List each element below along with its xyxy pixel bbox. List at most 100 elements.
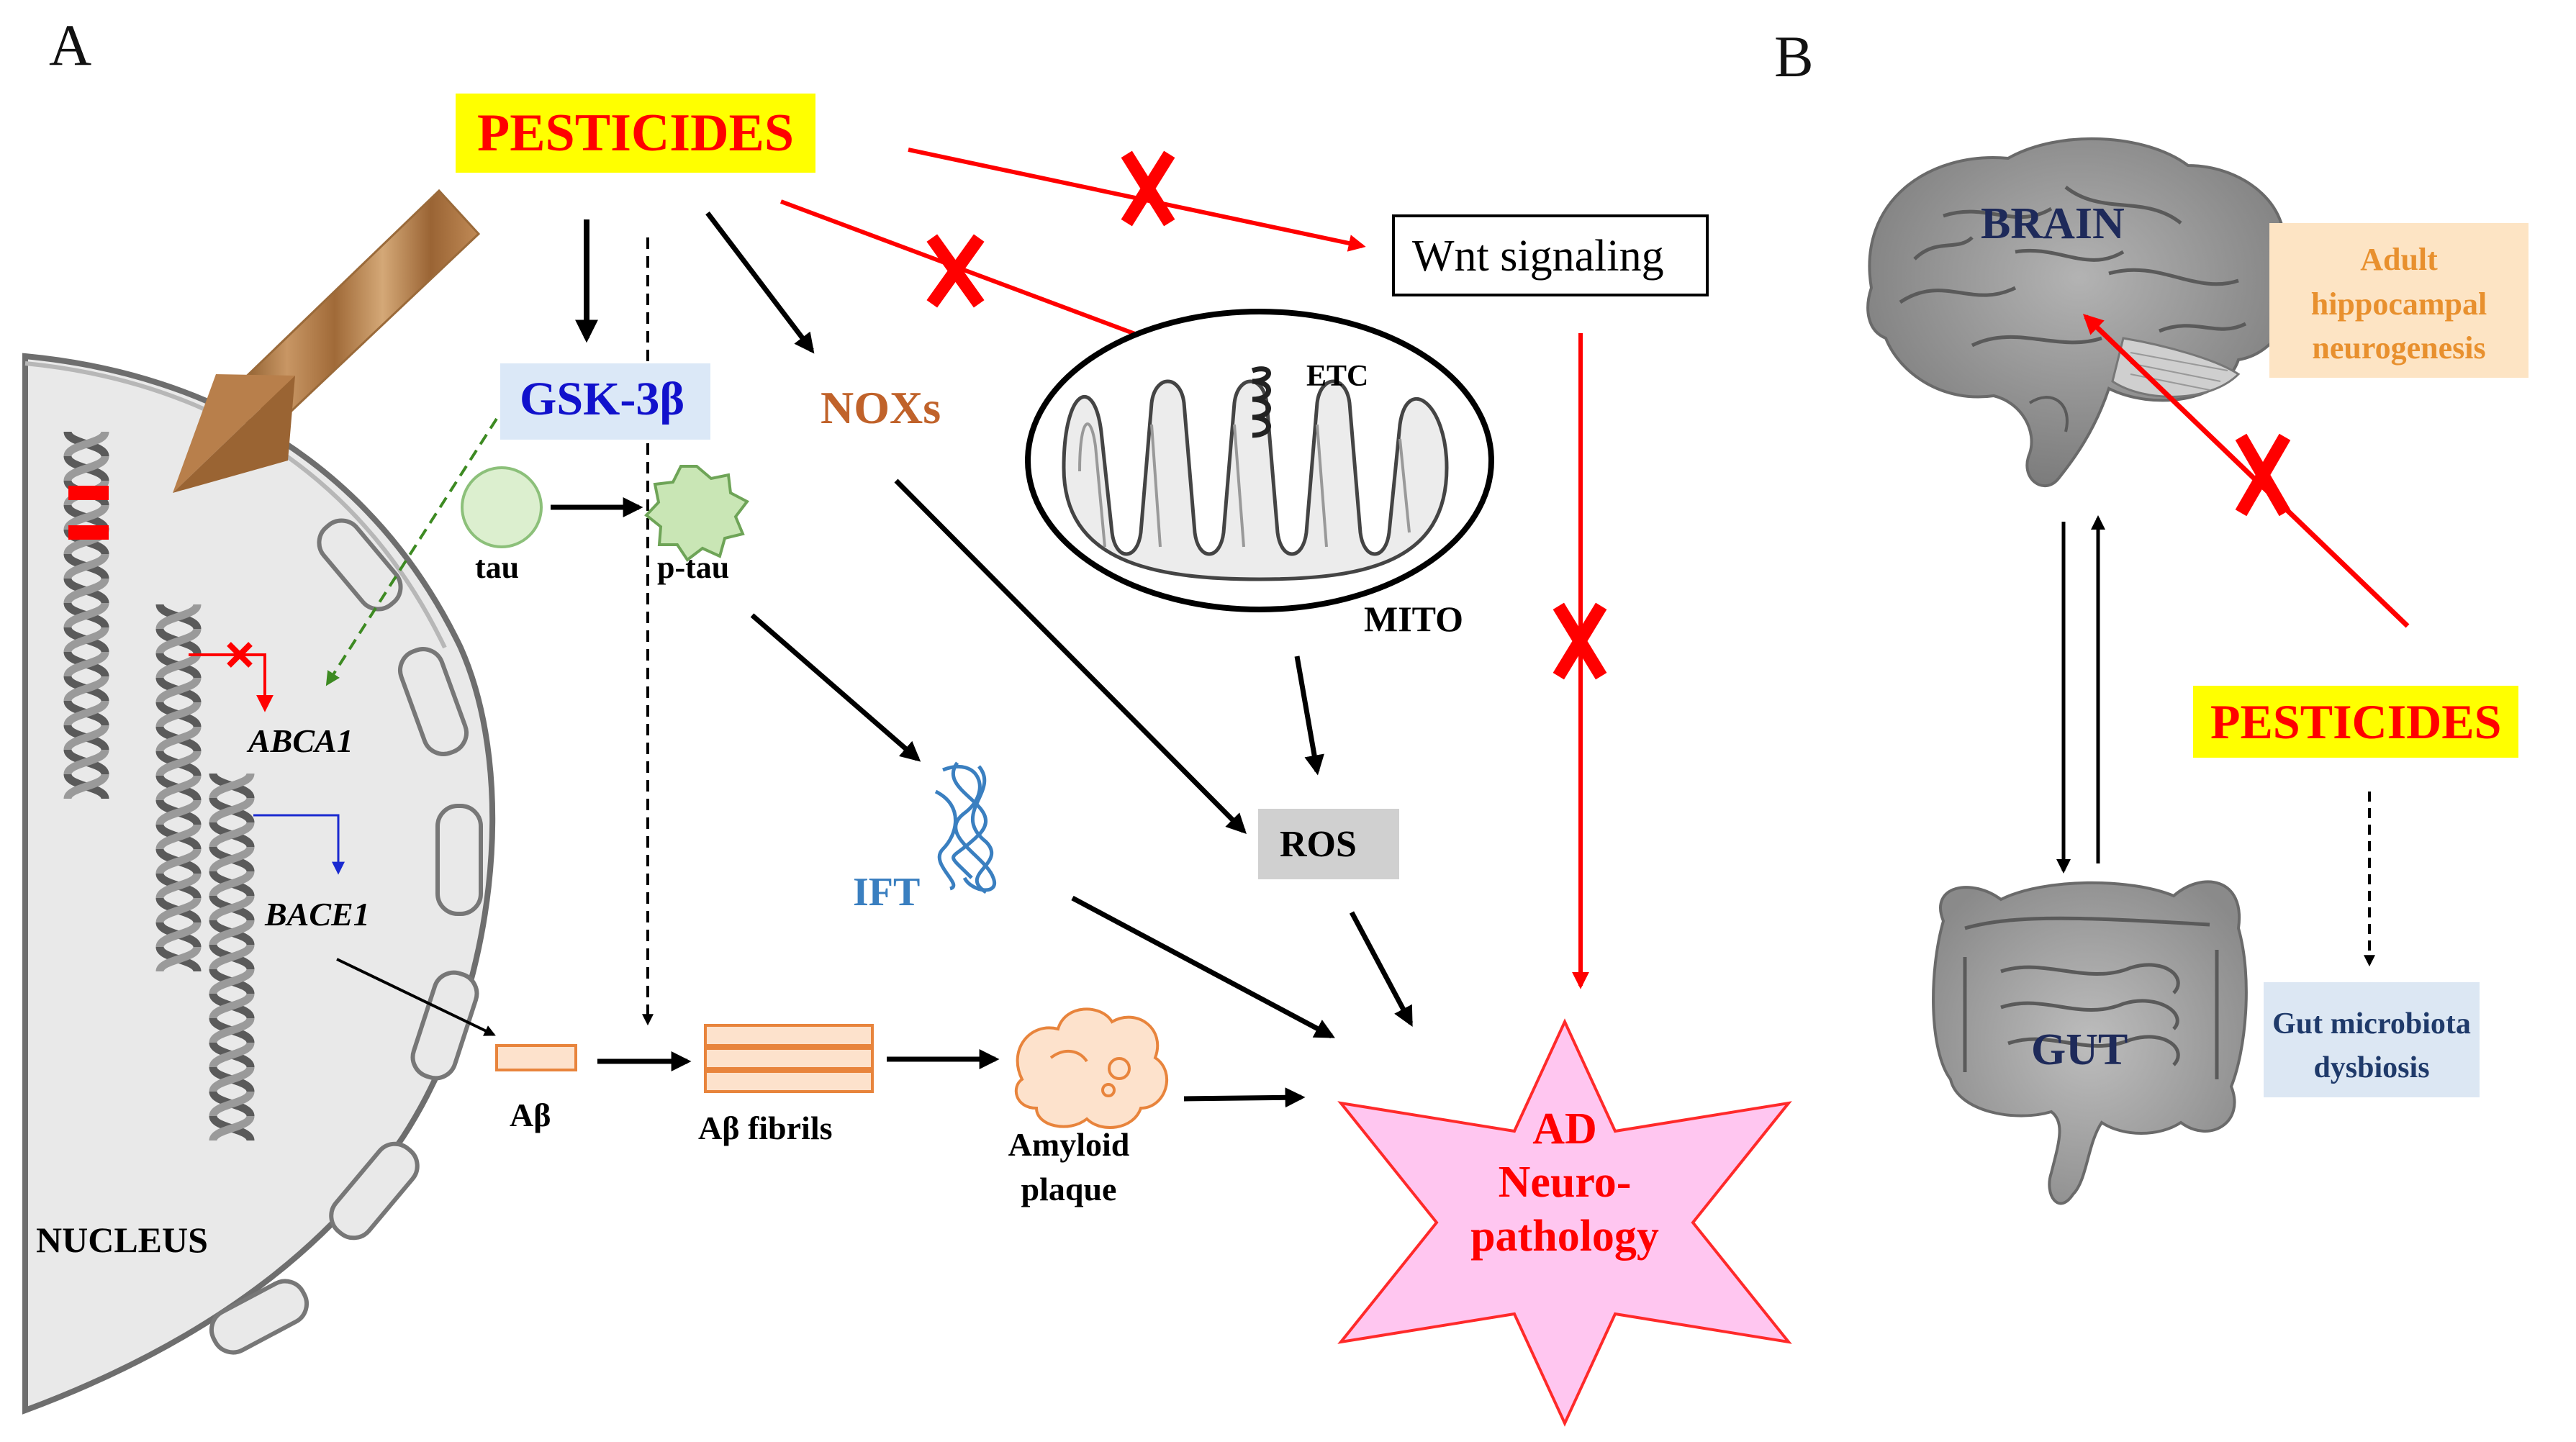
dna-strand [63,553,109,580]
gut-illustration [1932,880,2248,1205]
panel-a-label: A [49,12,92,78]
dna-strand [209,992,255,1020]
ros-label: ROS [1280,824,1357,865]
nucleus-label: NUCLEUS [36,1220,208,1260]
ift-label: IFT [853,870,921,915]
ad-neuropathology-star [1337,1018,1792,1427]
nucleus-cell [22,353,496,1415]
panel-b-label: B [1774,24,1814,89]
dna-strand [209,1115,255,1142]
amyloid-plaque-label: Amyloid plaque [997,1123,1141,1212]
ift-to-ad-arrow [1071,895,1335,1039]
dna-strand [209,1090,255,1117]
brain-illustration [1866,137,2292,488]
tau-icon [461,466,543,548]
dna-strand [209,968,255,995]
neurogenesis-label: Adult hippocampal neurogenesis [2269,237,2528,371]
dna-strand [155,725,202,753]
ad-label-line3: pathology [1470,1211,1659,1261]
dna-strand [209,821,255,848]
dna-strand [209,1017,255,1044]
plaque-to-ad-arrow [1183,1087,1306,1108]
noxs-label: NOXs [821,382,941,433]
gsk-label: GSK-3β [520,373,685,425]
abeta-monomer [495,1044,577,1071]
ros-to-ad-arrow [1349,911,1414,1027]
gsk-to-abca1-arrow [325,417,498,686]
bace1-label: BACE1 [265,896,370,933]
dna-strand [63,577,109,604]
dna-strand [209,1066,255,1093]
mito-label: MITO [1364,599,1463,639]
dna-strand [63,430,109,458]
dna-strand [155,946,202,973]
dna-strand [155,921,202,948]
dna-strand [63,675,109,702]
tau-label: tau [475,550,520,585]
dna-strand [209,870,255,897]
amyloid-label-line1: Amyloid [1008,1126,1130,1163]
dysb-label-line2: dysbiosis [2313,1051,2430,1084]
dysbiosis-box [2264,982,2480,1097]
gut-label: GUT [2031,1025,2128,1074]
dysb-label-line1: Gut microbiota [2272,1007,2471,1040]
ad-label-line2: Neuro- [1498,1158,1632,1207]
neurogenesis-box [2269,223,2528,378]
dna-strand [209,943,255,971]
dna-strand [209,797,255,824]
dna-strand [209,1041,255,1069]
block-x-icon [926,150,1607,680]
etc-label: ETC [1306,360,1369,393]
dna-strand [155,848,202,875]
dna-strand [155,652,202,679]
dna-strand [209,894,255,922]
abeta-label: Aβ [510,1097,551,1133]
bace1-promoter-arrow [253,814,345,875]
mitochondrion [1025,309,1494,612]
gsk-box [500,363,710,440]
dna-strand [155,750,202,777]
abeta-fibrils-icon [704,1024,874,1093]
mito-to-ros-arrow [1294,656,1324,776]
dna-strand [155,676,202,704]
dna-strand [63,455,109,482]
amyloid-label-line2: plaque [1021,1171,1117,1208]
abca1-block-icon [227,642,253,668]
dna-strand [155,627,202,655]
dna-strand [63,699,109,727]
dna-strand [63,626,109,653]
dna-strand [63,773,109,800]
neuro-label-line1: Adult [2360,242,2438,277]
bace1-to-abeta-arrow [336,958,496,1036]
abeta-fibrils-label: Aβ fibrils [698,1110,833,1146]
dna-strand [155,701,202,728]
neuro-label-line3: neurogenesis [2312,330,2486,366]
dna-strand [155,799,202,826]
amyloid-plaque-icon [1014,1007,1168,1129]
dna-strand [155,603,202,630]
pesticides-b-label: PESTICIDES [2193,686,2519,758]
pesticides-to-noxs-arrow [705,211,815,354]
dna-strand [63,748,109,776]
block-x-icon [2235,433,2291,517]
dna-strand [209,845,255,873]
p-tau-icon [644,465,750,562]
etc-protein-icon [1251,366,1271,438]
noxs-to-ros-arrow [894,479,1247,834]
dna-strand [63,602,109,629]
abca1-promoter-arrow [189,653,274,712]
dna-strand [155,774,202,802]
dna-strand [209,772,255,799]
ad-label-line1: AD [1532,1105,1597,1153]
p-tau-label: p-tau [657,550,730,585]
pesticides-label: PESTICIDES [456,94,816,173]
neuro-label-line2: hippocampal [2310,286,2487,322]
dna-strand [63,724,109,751]
dna-strand [209,919,255,946]
dna-strand [155,897,202,924]
brain-label: BRAIN [1981,199,2125,248]
wnt-label: Wnt signaling [1412,232,1664,281]
dna-strand [63,650,109,678]
gene-marker [68,525,109,540]
dysbiosis-label: Gut microbiota dysbiosis [2264,1002,2480,1090]
